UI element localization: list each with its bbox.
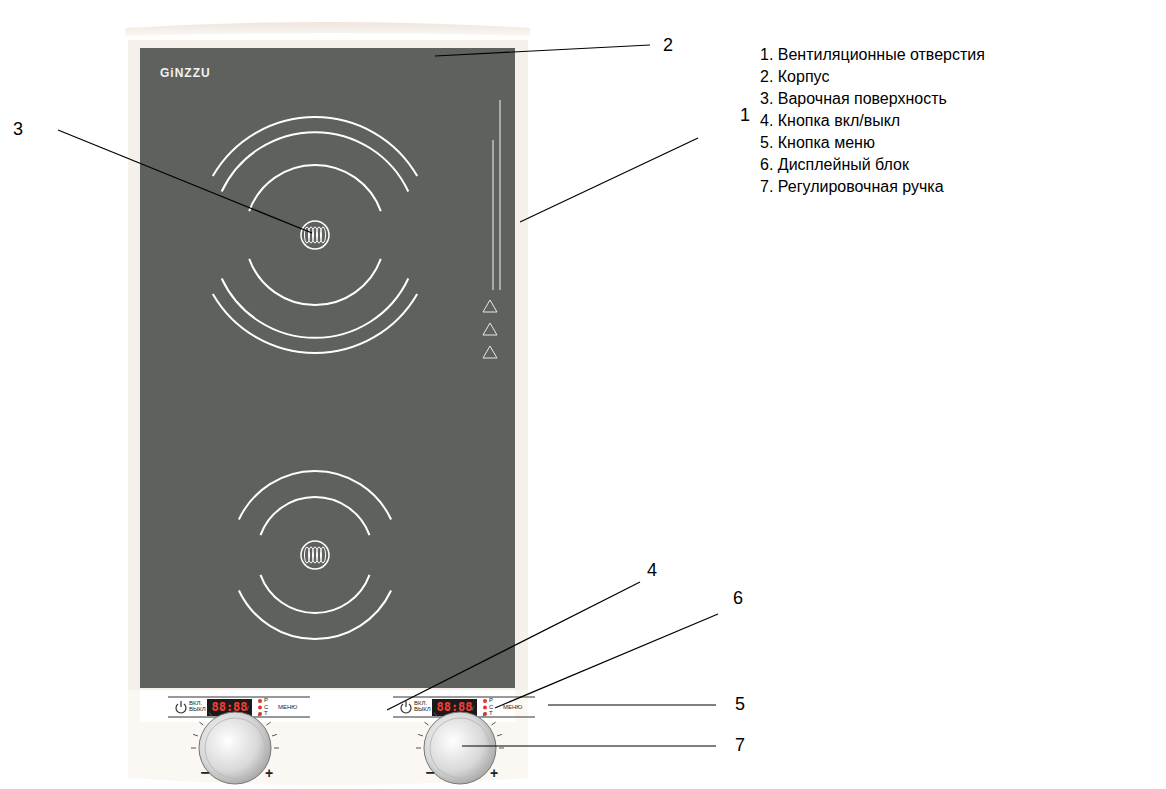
control-knobs — [191, 704, 504, 784]
minus-sign: − — [200, 763, 209, 782]
callout-number: 3 — [13, 119, 23, 141]
display-digits: 88:88 — [211, 700, 247, 714]
burner-rings — [213, 117, 417, 639]
burner-ring — [222, 279, 409, 338]
mode-letter: T — [489, 710, 493, 717]
knob-tick — [483, 712, 486, 716]
knob-tick — [267, 722, 271, 725]
callout-number: 7 — [735, 735, 745, 757]
knob-tick — [193, 734, 198, 736]
mode-letter: T — [264, 710, 268, 717]
knob-tick — [424, 722, 428, 725]
callout-number: 5 — [735, 694, 745, 716]
knob-rim — [430, 718, 490, 778]
coil-winding — [321, 547, 326, 563]
burner-ring — [222, 132, 409, 191]
button-label: ВКЛ. ВЫКЛ — [189, 700, 203, 713]
housing-top — [125, 22, 530, 36]
burner-ring — [239, 591, 391, 639]
mode-letter: P — [264, 697, 268, 704]
indicator-leds — [258, 699, 487, 716]
part-list-item: 4. Кнопка вкл/выкл — [760, 111, 900, 130]
housing — [128, 40, 528, 700]
knob-tick — [497, 734, 502, 736]
mode-letter: C — [489, 704, 493, 711]
button-label: ВКЛ. ВЫКЛ — [414, 700, 428, 713]
knob-rim — [205, 718, 265, 778]
knob-tick — [499, 748, 504, 749]
display — [207, 699, 252, 716]
coil-icon — [301, 221, 329, 249]
display — [432, 699, 477, 716]
knob-tick — [492, 722, 496, 725]
part-list-item: 3. Варочная поверхность — [760, 89, 947, 108]
cooking-surface — [140, 48, 515, 688]
knob — [199, 712, 271, 784]
leader-lines — [58, 45, 718, 746]
part-list-item: 1. Вентиляционные отверстия — [760, 45, 985, 64]
knob-tick — [272, 734, 277, 736]
callout-number: 4 — [647, 560, 657, 582]
minus-sign: − — [425, 763, 434, 782]
knob-tick — [418, 734, 423, 736]
burner-ring — [249, 259, 381, 305]
plus-sign: + — [265, 765, 273, 782]
menu-label: МЕНЮ — [503, 704, 522, 711]
knob-tick — [258, 712, 261, 716]
burner-ring — [261, 497, 370, 535]
callout-number: 1 — [740, 105, 750, 127]
burner-ring — [249, 165, 381, 211]
mode-letter: C — [264, 704, 268, 711]
coil-winding — [321, 227, 326, 243]
menu-label: МЕНЮ — [278, 704, 297, 711]
burner-ring — [213, 294, 417, 353]
callout-number: 6 — [733, 588, 743, 610]
burner-ring — [213, 117, 417, 176]
brand-logo: GiNZZU — [160, 66, 211, 80]
burner-ring — [261, 575, 370, 613]
part-list-item: 2. Корпус — [760, 67, 829, 86]
display-digits: 88:88 — [436, 700, 472, 714]
housing-bottom — [128, 690, 528, 785]
plus-sign: + — [490, 765, 498, 782]
knob-tick — [199, 722, 203, 725]
knob-tick — [191, 748, 196, 749]
knob-tick — [274, 748, 279, 749]
part-list-item: 5. Кнопка меню — [760, 133, 875, 152]
callout-number: 2 — [663, 35, 673, 57]
knob — [424, 712, 496, 784]
part-list-item: 6. Дисплейный блок — [760, 155, 909, 174]
part-list-item: 7. Регулировочная ручка — [760, 177, 944, 196]
knob-tick — [416, 748, 421, 749]
warning-icons — [483, 100, 500, 358]
panel-lines — [168, 697, 535, 717]
coil-icon — [301, 541, 329, 569]
burner-ring — [239, 471, 391, 519]
mode-letter: P — [489, 697, 493, 704]
